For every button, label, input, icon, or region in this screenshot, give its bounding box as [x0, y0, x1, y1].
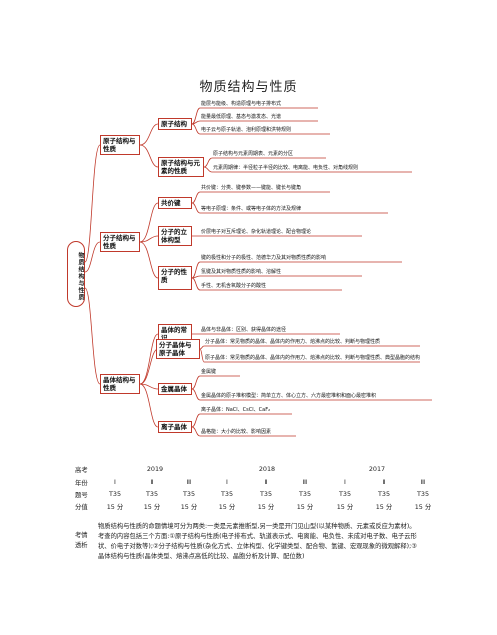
- node-molecular-geometry: 分子的立体构型: [158, 226, 192, 246]
- leaf-molecule-1: 共价键：分类、键参数——键能、键长与键角: [201, 185, 302, 191]
- paper-cell-7: Ⅰ: [344, 478, 346, 486]
- score-cell-3: 15 分: [180, 503, 198, 511]
- year-2017: 2017: [368, 465, 386, 473]
- node-covalent-bond: 共价键: [158, 197, 192, 209]
- leaf-molecule-3: 价层电子对互斥理论、杂化轨道理论、配合物理论: [201, 229, 312, 235]
- score-cell-8: 15 分: [375, 503, 393, 511]
- leaf-molecule-4: 键的极性和分子的极性、范德华力及其对物质性质的影响: [201, 255, 327, 261]
- row-label-score: 分值: [75, 503, 88, 511]
- node-molecular-atomic-crystal: 分子晶体与原子晶体: [156, 339, 200, 359]
- question-cell-6: T35: [298, 490, 312, 498]
- node-atom-structure-property: 原子结构与性质: [100, 135, 140, 155]
- node-metal-crystal: 金属晶体: [158, 383, 192, 395]
- leaf-crystal-7: 晶格能：大小的比较、影响因素: [201, 429, 272, 435]
- question-cell-7: T35: [338, 490, 352, 498]
- paper-cell-6: Ⅲ: [302, 478, 308, 486]
- node-molecular-property: 分子的性质: [158, 266, 192, 290]
- paper-cell-4: Ⅰ: [226, 478, 228, 486]
- year-2019: 2019: [146, 465, 164, 473]
- leaf-crystal-5: 金属晶体的原子堆积模型：简单立方、体心立方、六方最密堆积和面心最密堆积: [201, 393, 377, 399]
- score-cell-1: 15 分: [106, 503, 124, 511]
- leaf-atom-3: 电子云与原子轨道、泡利原理和洪特规则: [201, 127, 292, 133]
- score-cell-6: 15 分: [296, 503, 314, 511]
- leaf-atom-2: 能量最低原理、基态与激发态、光谱: [201, 114, 282, 120]
- year-2018: 2018: [258, 465, 276, 473]
- paper-cell-2: Ⅱ: [150, 478, 154, 486]
- page-title: 物质结构与性质: [199, 80, 298, 95]
- question-cell-3: T35: [182, 490, 196, 498]
- leaf-atom-1: 能层与能级、构造原理与电子排布式: [201, 101, 282, 107]
- node-atom-and-element-property: 原子结构与元素的性质: [158, 157, 204, 177]
- score-cell-2: 15 分: [143, 503, 161, 511]
- score-cell-5: 15 分: [257, 503, 275, 511]
- question-cell-5: T35: [259, 490, 273, 498]
- paper-cell-5: Ⅱ: [264, 478, 268, 486]
- node-atomic-structure: 原子结构: [158, 118, 192, 130]
- leaf-crystal-2: 分子晶体：常见物质的晶体、晶体内的作用力、熔沸点的比较、判断与物理性质: [205, 339, 381, 345]
- paper-cell-9: Ⅲ: [420, 478, 426, 486]
- exam-analysis-label: 考情透析: [75, 532, 88, 549]
- leaf-crystal-1: 晶体与非晶体：区别、获得晶体的途径: [201, 327, 287, 333]
- node-molecule-structure-property: 分子结构与性质: [100, 232, 140, 252]
- paper-cell-3: Ⅲ: [186, 478, 192, 486]
- mindmap-connectors: [84, 107, 432, 437]
- question-cell-1: T35: [108, 490, 122, 498]
- leaf-crystal-6: 离子晶体：NaCl、CsCl、CaF₂: [201, 407, 271, 413]
- root-node: 物质结构与性质: [67, 241, 85, 307]
- leaf-molecule-2: 等电子原理：条件、或等电子体的方法及规律: [201, 206, 302, 212]
- paper-cell-8: Ⅱ: [382, 478, 386, 486]
- row-label-exam: 高考: [75, 466, 88, 474]
- node-crystal-structure-property: 晶体结构与性质: [100, 374, 140, 394]
- row-label-question: 题号: [75, 491, 88, 499]
- question-cell-2: T35: [145, 490, 159, 498]
- score-cell-7: 15 分: [336, 503, 354, 511]
- leaf-atom-5: 元素周期律：半径粒子半径的比较、电离能、电负性、对角线规则: [213, 165, 359, 171]
- exam-analysis-text: 物质结构与性质的命题情境可分为两类:一类是元素推断型,另一类是开门见山型(以某种…: [98, 523, 417, 560]
- row-label-year: 年份: [75, 479, 88, 487]
- node-ionic-crystal: 离子晶体: [158, 421, 192, 433]
- leaf-molecule-6: 手性、无机含氧酸分子的酸性: [201, 283, 267, 289]
- leaf-crystal-3: 原子晶体：常见物质的晶体、晶体内的作用力、熔沸点的比较、判断与物理性质、典型晶胞…: [205, 355, 421, 361]
- question-cell-8: T35: [377, 490, 391, 498]
- leaf-crystal-4: 金属键: [201, 369, 217, 375]
- score-cell-9: 15 分: [414, 503, 432, 511]
- question-cell-9: T35: [416, 490, 430, 498]
- paper-cell-1: Ⅰ: [114, 478, 116, 486]
- leaf-atom-4: 原子结构与元素周期表、元素的分区: [213, 151, 294, 157]
- score-cell-4: 15 分: [218, 503, 236, 511]
- leaf-molecule-5: 氢键及其对物质性质的影响、溶解性: [201, 269, 282, 275]
- question-cell-4: T35: [220, 490, 234, 498]
